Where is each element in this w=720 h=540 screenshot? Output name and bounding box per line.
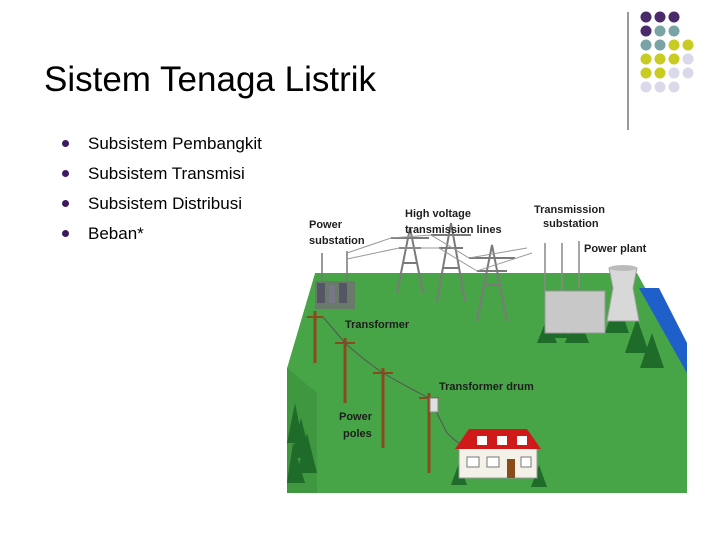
house <box>455 429 541 479</box>
decorative-dot <box>640 67 652 79</box>
label-power-substation: substation <box>309 235 365 247</box>
bullet-text: Subsistem Transmisi <box>88 164 245 183</box>
decorative-dot <box>654 67 666 79</box>
slide-title: Sistem Tenaga Listrik <box>44 60 377 99</box>
label-power-substation: Power <box>309 219 343 231</box>
transformer-drum <box>429 397 439 413</box>
decorative-dot <box>654 53 666 65</box>
power-substation <box>315 251 355 309</box>
decorative-dot <box>654 39 666 51</box>
bullet-text: Beban* <box>88 224 144 243</box>
bullet-icon <box>62 170 69 177</box>
decorative-dot <box>640 81 652 93</box>
power-system-illustration: Power substation High voltage transmissi… <box>287 204 687 493</box>
label-power-poles: Power <box>339 411 373 423</box>
bullet-icon <box>62 230 69 237</box>
decorative-dot <box>640 25 652 37</box>
decorative-dot <box>668 53 680 65</box>
label-transformer-drum: Transformer drum <box>439 381 534 393</box>
bullet-icon <box>62 140 69 147</box>
label-transmission-substation: Transmission <box>534 204 605 216</box>
decorative-dot <box>668 81 680 93</box>
decorative-dot <box>654 81 666 93</box>
bullet-item: Subsistem Pembangkit <box>62 131 262 161</box>
bullet-text: Subsistem Pembangkit <box>88 134 262 153</box>
decorative-dot <box>654 11 666 23</box>
decorative-dot <box>682 67 694 79</box>
power-plant <box>544 265 640 334</box>
decorative-dot <box>668 67 680 79</box>
label-transmission-substation: substation <box>543 218 599 230</box>
decorative-dot <box>668 39 680 51</box>
title-divider <box>627 12 629 130</box>
transmission-towers <box>346 222 533 322</box>
decorative-dot <box>668 25 680 37</box>
bullet-list: Subsistem Pembangkit Subsistem Transmisi… <box>62 131 262 251</box>
label-power-plant: Power plant <box>584 243 647 255</box>
bullet-item: Subsistem Transmisi <box>62 161 262 191</box>
decorative-dot <box>654 25 666 37</box>
river <box>639 288 687 373</box>
label-hv-lines: High voltage <box>405 208 471 220</box>
power-poles <box>313 311 431 473</box>
label-transformer: Transformer <box>345 319 410 331</box>
bullet-text: Subsistem Distribusi <box>88 194 242 213</box>
decorative-dot <box>640 39 652 51</box>
bullet-icon <box>62 200 69 207</box>
trees <box>287 298 664 487</box>
transmission-substation <box>544 241 580 291</box>
decorative-dot <box>682 39 694 51</box>
decorative-dot <box>640 53 652 65</box>
decorative-dot <box>682 53 694 65</box>
bullet-item: Subsistem Distribusi <box>62 191 262 221</box>
decorative-dot <box>640 11 652 23</box>
decorative-dot-grid <box>640 11 694 93</box>
label-power-poles: poles <box>343 428 372 440</box>
bullet-item: Beban* <box>62 221 262 251</box>
label-hv-lines: transmission lines <box>405 224 502 236</box>
decorative-dot <box>668 11 680 23</box>
